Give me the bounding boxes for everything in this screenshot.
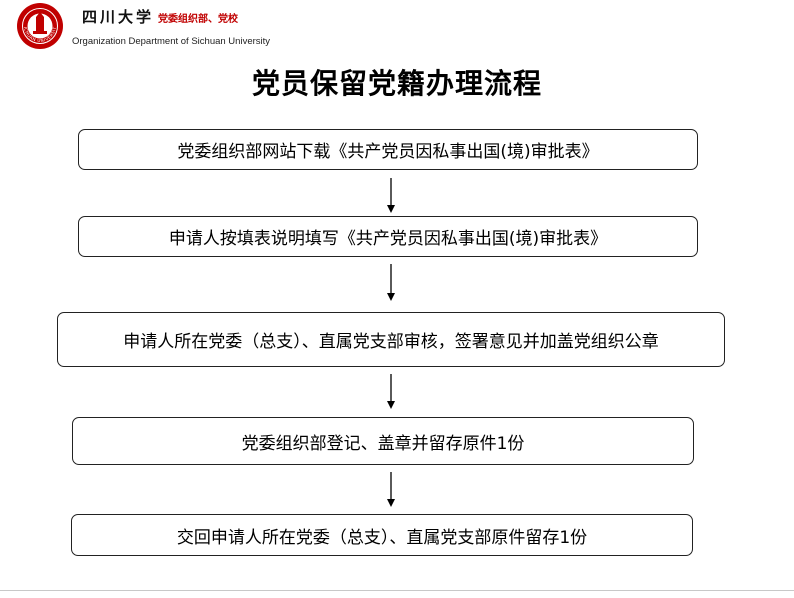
flow-step-2: 申请人按填表说明填写《共产党员因私事出国(境)审批表》: [78, 216, 698, 257]
flow-step-2-label: 申请人按填表说明填写《共产党员因私事出国(境)审批表》: [168, 229, 608, 249]
header: SICHUAN UNIVERSITY 四川大学 党委组织部、党校 Organiz…: [0, 0, 794, 52]
flow-step-3-label: 申请人所在党委（总支）、直属党支部审核，签署意见并加盖党组织公章: [123, 332, 659, 352]
down-arrow-icon: [387, 178, 395, 213]
department-name-cn: 党委组织部、党校: [158, 14, 238, 25]
down-arrow-icon: [387, 472, 395, 507]
flow-step-4: 党委组织部登记、盖章并留存原件1份: [72, 417, 694, 465]
sichuan-university-logo-icon: SICHUAN UNIVERSITY: [16, 2, 63, 49]
page-title: 党员保留党籍办理流程: [251, 67, 542, 100]
flow-step-1-label: 党委组织部网站下载《共产党员因私事出国(境)审批表》: [177, 142, 599, 162]
flow-step-1: 党委组织部网站下载《共产党员因私事出国(境)审批表》: [78, 129, 698, 170]
department-name-en: Organization Department of Sichuan Unive…: [72, 36, 271, 47]
flow-step-4-label: 党委组织部登记、盖章并留存原件1份: [241, 433, 525, 454]
flow-step-5-label: 交回申请人所在党委（总支）、直属党支部原件留存1份: [176, 527, 588, 548]
down-arrow-icon: [387, 374, 395, 409]
down-arrow-icon: [387, 264, 395, 301]
footer-divider: [0, 590, 794, 591]
university-name: 四川大学: [82, 8, 155, 26]
flow-step-5: 交回申请人所在党委（总支）、直属党支部原件留存1份: [71, 514, 693, 556]
flow-step-3: 申请人所在党委（总支）、直属党支部审核，签署意见并加盖党组织公章: [57, 312, 725, 367]
